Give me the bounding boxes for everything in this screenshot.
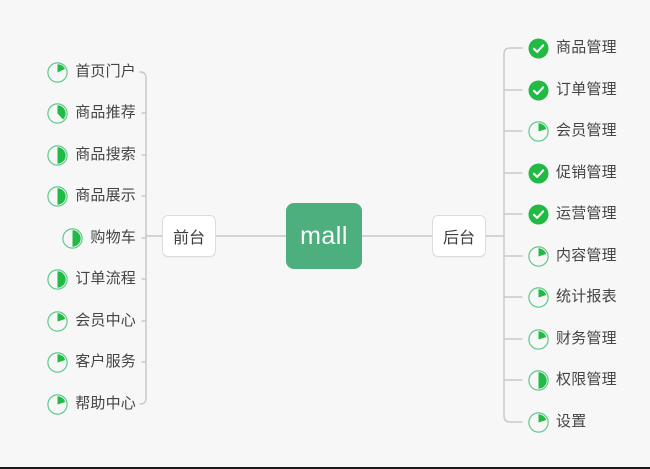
- backend-leaf-item[interactable]: 权限管理: [528, 368, 617, 392]
- frontend-leaf-item[interactable]: 会员中心: [47, 309, 136, 333]
- frontend-leaf-item[interactable]: 商品推荐: [47, 101, 136, 125]
- frontend-leaf-item[interactable]: 购物车: [62, 226, 136, 250]
- branch-node-label: 前台: [172, 230, 205, 247]
- check-circle-icon: [528, 38, 549, 58]
- frontend-leaf-item[interactable]: 首页门户: [47, 60, 136, 84]
- pie-progress-icon: [528, 286, 549, 308]
- backend-leaf-item[interactable]: 内容管理: [528, 244, 617, 268]
- backend-leaf-item[interactable]: 运营管理: [528, 202, 617, 226]
- leaf-label: 客户服务: [75, 353, 136, 370]
- backend-leaf-item[interactable]: 设置: [528, 410, 586, 434]
- pie-progress-icon: [47, 310, 68, 332]
- leaf-label: 财务管理: [556, 330, 617, 347]
- leaf-label: 商品展示: [75, 187, 136, 204]
- leaf-label: 权限管理: [556, 371, 617, 388]
- frontend-leaf-item[interactable]: 商品展示: [47, 184, 136, 208]
- branch-node-label: 后台: [442, 230, 475, 247]
- leaf-label: 运营管理: [556, 205, 617, 222]
- frontend-leaf-item[interactable]: 商品搜索: [47, 143, 136, 167]
- leaf-label: 内容管理: [556, 247, 617, 264]
- center-node-label: mall: [300, 221, 348, 250]
- pie-progress-icon: [47, 61, 68, 83]
- leaf-label: 统计报表: [556, 288, 617, 305]
- leaf-label: 设置: [556, 413, 587, 430]
- leaf-label: 首页门户: [75, 63, 136, 80]
- leaf-label: 会员中心: [75, 312, 136, 329]
- leaf-label: 购物车: [90, 229, 136, 246]
- pie-progress-icon: [528, 369, 549, 391]
- backend-leaf-item[interactable]: 商品管理: [528, 36, 617, 60]
- leaf-label: 促销管理: [556, 164, 617, 181]
- pie-progress-icon: [47, 185, 68, 207]
- backend-leaf-item[interactable]: 财务管理: [528, 327, 617, 351]
- pie-progress-icon: [47, 268, 68, 290]
- leaf-label: 帮助中心: [75, 395, 136, 412]
- pie-progress-icon: [47, 144, 68, 166]
- backend-leaf-item[interactable]: 订单管理: [528, 78, 617, 102]
- leaf-label: 订单流程: [75, 270, 136, 287]
- pie-progress-icon: [528, 411, 549, 433]
- branch-node-backend[interactable]: 后台: [432, 215, 486, 257]
- pie-progress-icon: [528, 245, 549, 267]
- frontend-leaf-item[interactable]: 帮助中心: [47, 392, 136, 416]
- pie-progress-icon: [528, 120, 549, 142]
- leaf-label: 商品搜索: [75, 146, 136, 163]
- pie-progress-icon: [528, 328, 549, 350]
- pie-progress-icon: [47, 102, 68, 124]
- backend-leaf-item[interactable]: 促销管理: [528, 161, 617, 185]
- center-node-mall[interactable]: mall: [286, 203, 362, 269]
- pie-progress-icon: [47, 351, 68, 373]
- backend-leaf-item[interactable]: 会员管理: [528, 119, 617, 143]
- frontend-leaf-item[interactable]: 客户服务: [47, 350, 136, 374]
- frontend-leaf-item[interactable]: 订单流程: [47, 267, 136, 291]
- check-circle-icon: [528, 80, 549, 100]
- backend-leaf-item[interactable]: 统计报表: [528, 285, 617, 309]
- leaf-label: 会员管理: [556, 122, 617, 139]
- check-circle-icon: [528, 163, 549, 183]
- pie-progress-icon: [62, 227, 84, 249]
- leaf-label: 商品推荐: [75, 104, 136, 121]
- branch-node-frontend[interactable]: 前台: [162, 215, 216, 257]
- leaf-label: 订单管理: [556, 81, 617, 98]
- pie-progress-icon: [47, 393, 68, 415]
- leaf-label: 商品管理: [556, 39, 617, 56]
- check-circle-icon: [528, 204, 549, 224]
